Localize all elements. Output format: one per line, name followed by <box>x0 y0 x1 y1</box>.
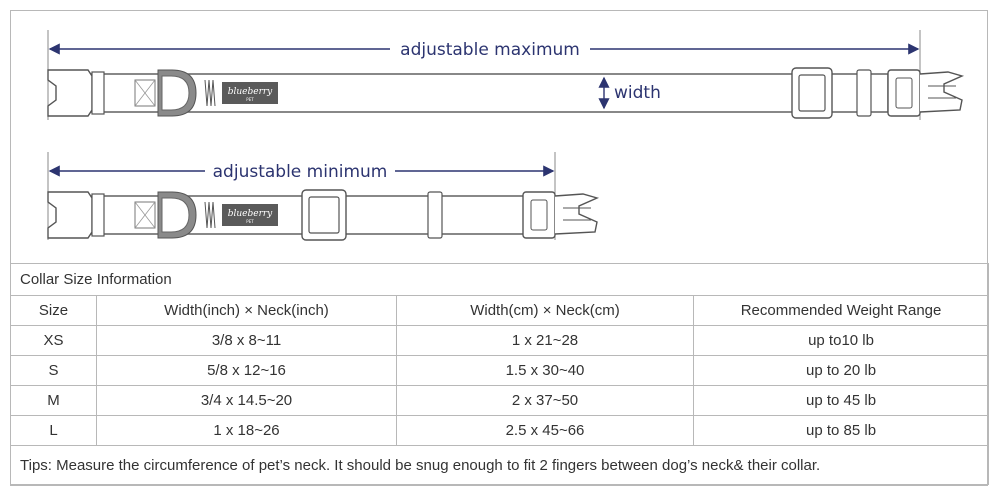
cell-cm: 1 x 21~28 <box>396 325 694 356</box>
max-label: adjustable maximum <box>400 40 580 60</box>
header-size: Size <box>10 295 97 326</box>
tips-text: Tips: Measure the circumference of pet’s… <box>9 445 990 485</box>
cell-inch: 1 x 18~26 <box>96 415 397 446</box>
header-weight: Recommended Weight Range <box>692 295 990 326</box>
collar-min: adjustable minimum blueberry PET <box>47 152 600 241</box>
min-stitch-box <box>134 201 156 229</box>
header-inch: Width(inch) × Neck(inch) <box>96 295 397 326</box>
width-label: width <box>614 83 661 103</box>
max-logo-badge <box>222 82 278 104</box>
cell-cm: 1.5 x 30~40 <box>396 355 694 386</box>
max-keeper-loop <box>856 69 872 117</box>
cell-weight: up to 20 lb <box>692 355 990 386</box>
max-buckle-collar <box>91 71 105 115</box>
cell-size: XS <box>10 325 97 356</box>
cell-size: L <box>10 415 97 446</box>
cell-inch: 3/4 x 14.5~20 <box>96 385 397 416</box>
cell-cm: 2.5 x 45~66 <box>396 415 694 446</box>
min-logo-badge <box>222 204 278 226</box>
min-logo-text: blueberry <box>228 209 273 219</box>
table-row: S 5/8 x 12~16 1.5 x 30~40 up to 20 lb <box>10 355 990 386</box>
max-buckle-prongs <box>919 71 965 113</box>
cell-size: M <box>10 385 97 416</box>
table-header-row: Size Width(inch) × Neck(inch) Width(cm) … <box>10 295 990 326</box>
min-zigzag-stitch <box>204 201 216 229</box>
max-logo-sub: PET <box>246 97 254 102</box>
cell-weight: up to 85 lb <box>692 415 990 446</box>
collar-max: adjustable maximum blueberry PET width <box>47 30 965 120</box>
max-buckle-female <box>47 69 93 117</box>
min-buckle-female <box>47 191 93 239</box>
cell-cm: 2 x 37~50 <box>396 385 694 416</box>
header-cm: Width(cm) × Neck(cm) <box>396 295 694 326</box>
cell-weight: up to10 lb <box>692 325 990 356</box>
max-zigzag-stitch <box>204 79 216 107</box>
min-label: adjustable minimum <box>213 162 388 182</box>
min-keeper-loop <box>427 191 443 239</box>
table-caption: Collar Size Information <box>9 263 990 296</box>
cell-inch: 3/8 x 8~11 <box>96 325 397 356</box>
table-row: M 3/4 x 14.5~20 2 x 37~50 up to 45 lb <box>10 385 990 416</box>
collar-size-table: Collar Size Information Size Width(inch)… <box>9 263 990 485</box>
table-row: XS 3/8 x 8~11 1 x 21~28 up to10 lb <box>10 325 990 356</box>
min-buckle-prongs <box>554 193 600 235</box>
max-logo-text: blueberry <box>228 87 273 97</box>
table-row: L 1 x 18~26 2.5 x 45~66 up to 85 lb <box>10 415 990 446</box>
collar-diagram: adjustable maximum blueberry PET width <box>47 30 965 241</box>
min-buckle-collar <box>91 193 105 237</box>
min-logo-sub: PET <box>246 219 254 224</box>
content-frame <box>10 10 988 486</box>
cell-size: S <box>10 355 97 386</box>
cell-inch: 5/8 x 12~16 <box>96 355 397 386</box>
cell-weight: up to 45 lb <box>692 385 990 416</box>
max-strap <box>87 73 889 113</box>
max-stitch-box <box>134 79 156 107</box>
